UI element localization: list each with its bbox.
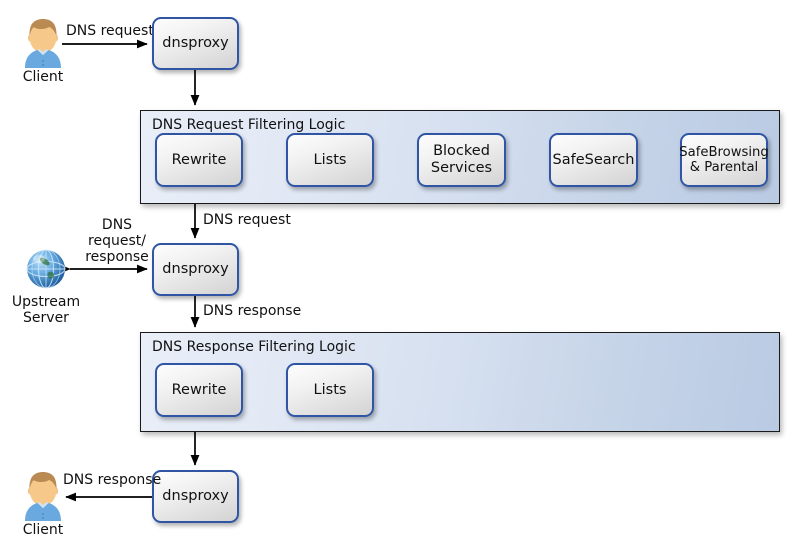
edge-label-proxy-to-client: DNS response	[63, 472, 162, 488]
dnsproxy-middle-label: dnsproxy	[162, 261, 229, 278]
edge-label-upstream-exchange: DNS request/ response	[85, 217, 149, 266]
edge-label-request-logic-to-proxy: DNS request	[203, 212, 291, 228]
stage-rewrite-response-label: Rewrite	[171, 381, 227, 398]
stage-safebrowsing-parental-label: SafeBrowsing & Parental	[679, 144, 769, 175]
stage-rewrite-request-label: Rewrite	[171, 151, 227, 168]
stage-safesearch[interactable]: SafeSearch	[549, 133, 638, 187]
client-bottom-label: Client	[22, 522, 64, 538]
stage-lists-response-label: Lists	[313, 381, 347, 398]
stage-blocked-services[interactable]: Blocked Services	[417, 133, 506, 187]
stage-rewrite-response[interactable]: Rewrite	[155, 363, 243, 417]
stage-blocked-services-label: Blocked Services	[430, 143, 493, 176]
dns-response-filtering-container: DNS Response Filtering Logic	[140, 332, 780, 432]
dnsproxy-top-label: dnsproxy	[162, 35, 229, 52]
dnsproxy-bottom-label: dnsproxy	[162, 488, 229, 505]
upstream-server-label: Upstream Server	[11, 294, 81, 326]
client-top-label: Client	[22, 69, 64, 85]
person-icon	[25, 472, 61, 521]
edge-label-proxy-to-response-logic: DNS response	[203, 303, 302, 319]
stage-lists-request-label: Lists	[313, 151, 347, 168]
dnsproxy-bottom[interactable]: dnsproxy	[152, 470, 239, 523]
stage-lists-request[interactable]: Lists	[286, 133, 374, 187]
dns-response-filtering-title: DNS Response Filtering Logic	[152, 339, 356, 355]
stage-rewrite-request[interactable]: Rewrite	[155, 133, 243, 187]
person-icon	[25, 19, 61, 68]
stage-safesearch-label: SafeSearch	[552, 151, 635, 168]
stage-safebrowsing-parental[interactable]: SafeBrowsing & Parental	[679, 133, 769, 187]
dnsproxy-top[interactable]: dnsproxy	[152, 17, 239, 70]
edge-label-client-to-proxy: DNS request	[66, 23, 154, 39]
globe-icon	[26, 249, 66, 289]
dnsproxy-middle[interactable]: dnsproxy	[152, 243, 239, 296]
dns-request-filtering-title: DNS Request Filtering Logic	[152, 117, 346, 133]
stage-lists-response[interactable]: Lists	[286, 363, 374, 417]
